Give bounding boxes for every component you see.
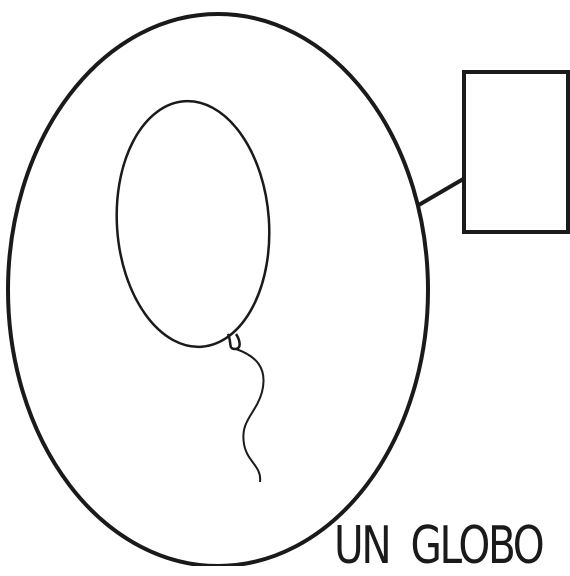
balloon-string — [236, 349, 264, 482]
word-caption: UN GLOBO — [334, 520, 542, 572]
balloon-body — [109, 96, 278, 352]
balloon-icon — [109, 96, 278, 482]
connector-line — [417, 178, 465, 206]
answer-box[interactable] — [464, 72, 568, 232]
balloon-knot — [228, 334, 240, 349]
picture-frame-oval — [8, 14, 428, 566]
